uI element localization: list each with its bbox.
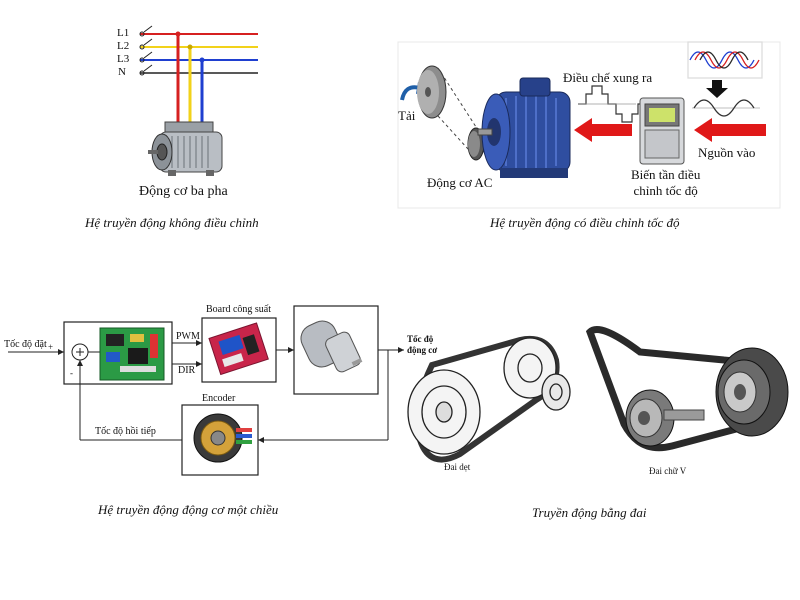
caption-dc-drive: Hệ truyền động động cơ một chiều (98, 502, 279, 517)
label-l1: L1 (117, 27, 130, 39)
power-board-image (208, 322, 269, 376)
down-arrow-icon (706, 80, 728, 98)
single-sine-icon (692, 99, 760, 117)
motor-speed-label-line2: động cơ (407, 345, 438, 355)
ac-motor-image (477, 77, 571, 178)
inverter-label-line1: Biến tần điều (631, 167, 701, 182)
caption-belt-drive: Truyền động bằng đai (532, 505, 647, 520)
dc-gear-motor-image (300, 320, 363, 373)
pwm-label: PWM (176, 331, 200, 342)
three-phase-motor-image (148, 121, 223, 176)
flat-belt-image (407, 336, 571, 463)
inverter-label-line2: chỉnh tốc độ (633, 183, 698, 198)
v-belt-label: Đai chữ V (649, 466, 687, 476)
label-n: N (118, 66, 126, 78)
motor-speed-label-line1: Tốc độ (407, 334, 434, 344)
pwm-waveform-icon (578, 85, 646, 123)
motor-pulley-image (467, 127, 485, 161)
label-l2: L2 (117, 40, 130, 52)
inverter-label: Biến tần điều chỉnh tốc độ (631, 167, 700, 199)
three-phase-motor-label: Động cơ ba pha (139, 184, 228, 199)
caption-unregulated: Hệ truyền động không điều chỉnh (85, 215, 259, 230)
modulation-label: Điều chế xung ra (563, 70, 653, 85)
arrow-to-inverter-icon (694, 118, 766, 142)
load-disk-image (417, 65, 447, 119)
input-source-label: Nguồn vào (698, 145, 756, 160)
ac-motor-label: Động cơ AC (427, 175, 493, 190)
inverter-image (639, 97, 685, 165)
flat-belt-label: Đai dẹt (444, 462, 471, 472)
encoder-label: Encoder (202, 393, 236, 404)
load-label: Tải (398, 108, 416, 123)
dir-label: DIR (178, 365, 196, 376)
motor-speed-label: Tốc độ động cơ (407, 334, 437, 356)
encoder-image (193, 413, 252, 463)
label-l3: L3 (117, 53, 130, 65)
setpoint-label: Tốc độ đặt (4, 339, 47, 350)
feedback-label: Tốc độ hồi tiếp (95, 426, 156, 437)
arrow-to-motor-icon (574, 118, 632, 142)
controller-board-image (99, 327, 165, 381)
power-board-label: Board công suất (206, 304, 271, 315)
v-belt-image (585, 326, 789, 452)
minus-sign: - (70, 368, 73, 378)
plus-sign: + (48, 342, 54, 352)
three-phase-sine-icon (687, 41, 763, 79)
caption-variable-speed: Hệ truyền động có điều chỉnh tốc độ (490, 215, 680, 230)
